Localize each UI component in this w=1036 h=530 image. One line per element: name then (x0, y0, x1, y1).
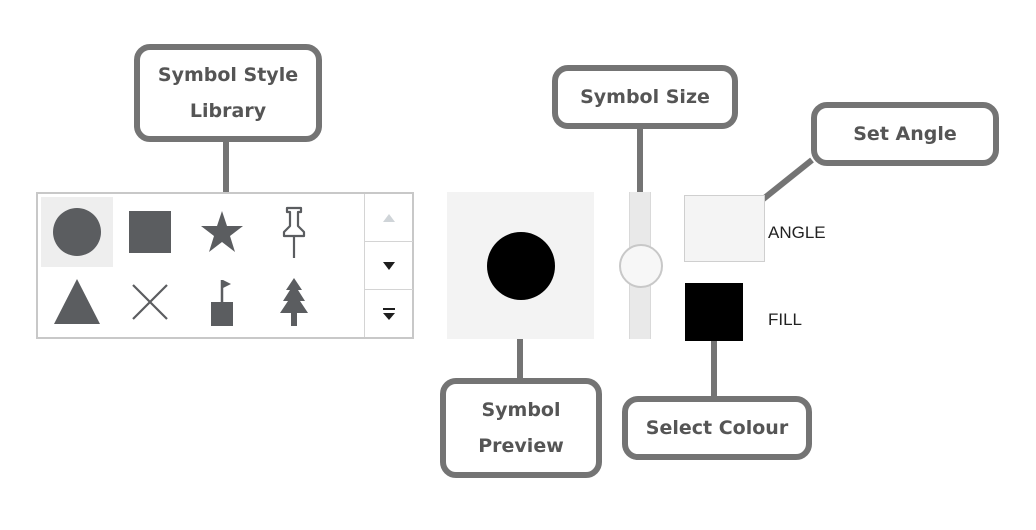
gallery-item-star[interactable] (186, 197, 258, 267)
callout-set-angle-text: Set Angle (853, 123, 957, 145)
gallery-expand-button[interactable] (365, 290, 413, 337)
callout-symbol-preview-text: Symbol Preview (478, 399, 564, 457)
cross-icon (132, 284, 168, 320)
gallery-item-circle[interactable] (41, 197, 113, 267)
preview-circle-icon (486, 231, 555, 300)
gallery-item-tree[interactable] (258, 267, 330, 337)
gallery-item-triangle[interactable] (41, 267, 113, 337)
circle-icon (53, 208, 101, 256)
callout-symbol-style-library-text: Symbol Style Library (157, 64, 299, 122)
pushpin-icon (282, 206, 306, 258)
square-icon (129, 211, 171, 253)
symbol-style-gallery (36, 192, 414, 339)
symbol-size-slider-thumb[interactable] (619, 244, 663, 288)
gallery-item-pushpin[interactable] (258, 197, 330, 267)
symbol-preview (447, 192, 594, 339)
callout-symbol-size: Symbol Size (552, 65, 738, 129)
fill-label: FILL (768, 310, 803, 329)
callout-symbol-preview: Symbol Preview (440, 378, 602, 478)
callout-select-colour-text: Select Colour (645, 417, 789, 439)
flag-icon (211, 280, 233, 326)
angle-input[interactable] (684, 195, 765, 262)
gallery-scroll-down-button[interactable] (365, 242, 413, 290)
connector-set-angle (760, 157, 814, 203)
expand-more-icon (383, 307, 395, 320)
callout-symbol-size-text: Symbol Size (580, 86, 710, 108)
triangle-up-icon (383, 213, 395, 222)
star-icon (201, 211, 243, 252)
triangle-down-icon (383, 261, 395, 270)
callout-set-angle: Set Angle (811, 102, 999, 166)
gallery-item-cross[interactable] (114, 267, 186, 337)
callout-select-colour: Select Colour (622, 396, 812, 460)
gallery-item-flag[interactable] (186, 267, 258, 337)
triangle-icon (54, 279, 100, 324)
tree-icon (280, 278, 308, 326)
callout-symbol-style-library: Symbol Style Library (134, 44, 322, 142)
gallery-item-square[interactable] (114, 197, 186, 267)
gallery-scrollbar (364, 194, 413, 337)
angle-label: ANGLE (768, 223, 826, 242)
fill-colour-swatch[interactable] (685, 283, 743, 341)
gallery-scroll-up-button[interactable] (365, 194, 413, 242)
